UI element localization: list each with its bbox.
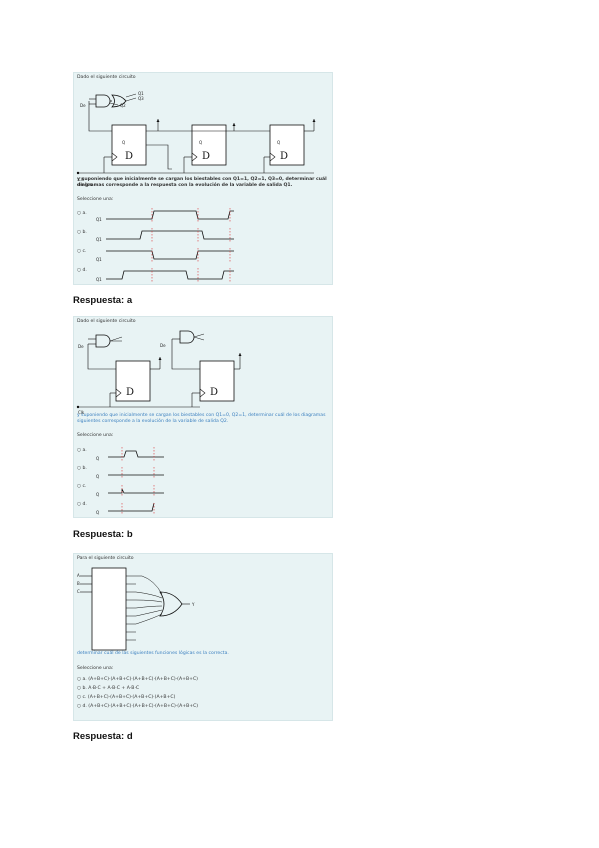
svg-text:Q: Q [199, 140, 202, 145]
option-c-radio[interactable]: ○ c. [77, 484, 87, 489]
option-b-radio[interactable]: ○ b. [77, 466, 87, 471]
wave-label-b: Q1 [96, 237, 102, 242]
wave-label-a: Q [96, 456, 99, 461]
option-b-radio[interactable]: ○ b. A·B·C + A·B·C + A·B·C [77, 686, 140, 691]
waveform-c [106, 250, 234, 260]
option-c-radio[interactable]: ○ c. [77, 249, 87, 254]
waveform-b [106, 230, 234, 240]
flip-flop-2: D [199, 360, 235, 402]
option-c-label: c. (A+B+C)·(A+B+C)·(A+B+C)·(A+B+C) [82, 695, 176, 700]
flip-flop-3: D Q [269, 124, 305, 166]
question-2-prompt-line-2: siguientes corresponde a la evolución de… [77, 419, 229, 424]
flip-flop-1: D Q [111, 124, 147, 166]
question-3-prompt: determinar cuál de las siguientes funcio… [77, 651, 229, 656]
question-1-select-label: Seleccione una: [77, 197, 114, 202]
input-a: A [77, 573, 80, 578]
option-d-label: d. (A+B+C)·(A+B+C)·(A+B+C)·(A+B+C)·(A+B+… [82, 704, 199, 709]
flip-flop-1: D [115, 360, 151, 402]
question-2-select-label: Seleccione una: [77, 433, 114, 438]
option-a-radio[interactable]: ○ a. [77, 448, 87, 453]
waveform-d [108, 502, 155, 512]
gate-label-q2: Q2 [120, 103, 126, 108]
svg-text:Q: Q [277, 140, 280, 145]
decoder-block [91, 567, 127, 651]
answer-1: Respuesta: a [73, 295, 133, 306]
clock-markers [121, 447, 155, 515]
waveform-a [106, 210, 234, 220]
and-gate [95, 94, 111, 108]
option-b-label: b. [82, 230, 87, 235]
question-1-panel: Q1 Q3 Q2 De D Q D Q D Q [73, 72, 333, 285]
wave-label-d: Q1 [96, 277, 102, 282]
or-gate [111, 94, 127, 108]
question-1-figure: Q1 Q3 Q2 De D Q D Q D Q [76, 91, 316, 283]
option-a-label: a. [82, 448, 87, 453]
svg-text:D: D [210, 387, 218, 398]
pin-de-2: De [160, 343, 166, 348]
option-b-label: b. [82, 466, 87, 471]
wave-label-a: Q1 [96, 217, 102, 222]
question-1-prompt-line-1: y suponiendo que inicialmente se cargan … [77, 177, 327, 188]
question-3-figure: A B C Y [77, 567, 195, 651]
question-2-figure: De De D D Clk [76, 330, 242, 515]
option-c-label: c. [82, 249, 87, 254]
option-c-label: c. [82, 484, 87, 489]
option-d-radio[interactable]: ○ d. [77, 268, 87, 273]
option-b-radio[interactable]: ○ b. [77, 230, 87, 235]
option-b-label: b. A·B·C + A·B·C + A·B·C [82, 686, 140, 691]
wave-label-c: Q1 [96, 257, 102, 262]
and-gate-1 [95, 334, 111, 348]
wave-label-d: Q [96, 510, 99, 515]
option-a-label: a. [82, 211, 87, 216]
pin-de-1: De [78, 344, 84, 349]
question-3-intro: Para el siguiente circuito [77, 556, 134, 561]
pin-clk: Clk [78, 410, 85, 415]
question-3-panel: A B C Y Para el siguiente circuito deter… [73, 553, 333, 721]
question-1-prompt-line-2: diagramas corresponde a la respuesta con… [77, 183, 293, 188]
or-gate [159, 591, 183, 617]
svg-text:D: D [280, 151, 288, 162]
wave-label-c: Q [96, 492, 99, 497]
option-c-radio[interactable]: ○ c. (A+B+C)·(A+B+C)·(A+B+C)·(A+B+C) [77, 695, 176, 700]
waveform-a [108, 450, 164, 458]
input-c: C [77, 589, 80, 594]
question-1-intro: Dado el siguiente circuito [77, 75, 136, 80]
svg-text:D: D [126, 387, 134, 398]
pin-clk: Clk [78, 177, 85, 182]
option-d-radio[interactable]: ○ d. [77, 502, 87, 507]
waveform-d [106, 270, 234, 280]
option-d-label: d. [82, 268, 87, 273]
and-gate-2 [179, 330, 195, 344]
question-2-intro: Dado el siguiente circuito [77, 319, 136, 324]
waveforms [108, 450, 164, 512]
svg-text:D: D [125, 151, 133, 162]
answer-2: Respuesta: b [73, 529, 133, 540]
question-2-prompt-line-1: y suponiendo que inicialmente se cargan … [77, 413, 326, 418]
option-d-radio[interactable]: ○ d. (A+B+C)·(A+B+C)·(A+B+C)·(A+B+C)·(A+… [77, 704, 199, 709]
question-2-panel: De De D D Clk [73, 316, 333, 518]
input-b: B [77, 581, 80, 586]
option-a-radio[interactable]: ○ a. (A+B+C)·(A+B+C)·(A+B+C)·(A+B+C)·(A+… [77, 677, 198, 682]
wave-label-b: Q [96, 474, 99, 479]
clock-markers [151, 208, 231, 283]
question-3-select-label: Seleccione una: [77, 666, 114, 671]
gate-label-q3: Q3 [138, 96, 144, 101]
flip-flop-2: D Q [191, 124, 227, 166]
option-a-radio[interactable]: ○ a. [77, 211, 87, 216]
svg-text:Q: Q [122, 140, 125, 145]
pin-de: De [80, 103, 86, 108]
answer-3: Respuesta: d [73, 731, 133, 742]
gate-label-q1: Q1 [138, 91, 144, 96]
option-a-label: a. (A+B+C)·(A+B+C)·(A+B+C)·(A+B+C)·(A+B+… [82, 677, 198, 682]
option-d-label: d. [82, 502, 87, 507]
svg-text:D: D [202, 151, 210, 162]
output-y: Y [191, 602, 195, 607]
waveform-c [108, 488, 164, 494]
